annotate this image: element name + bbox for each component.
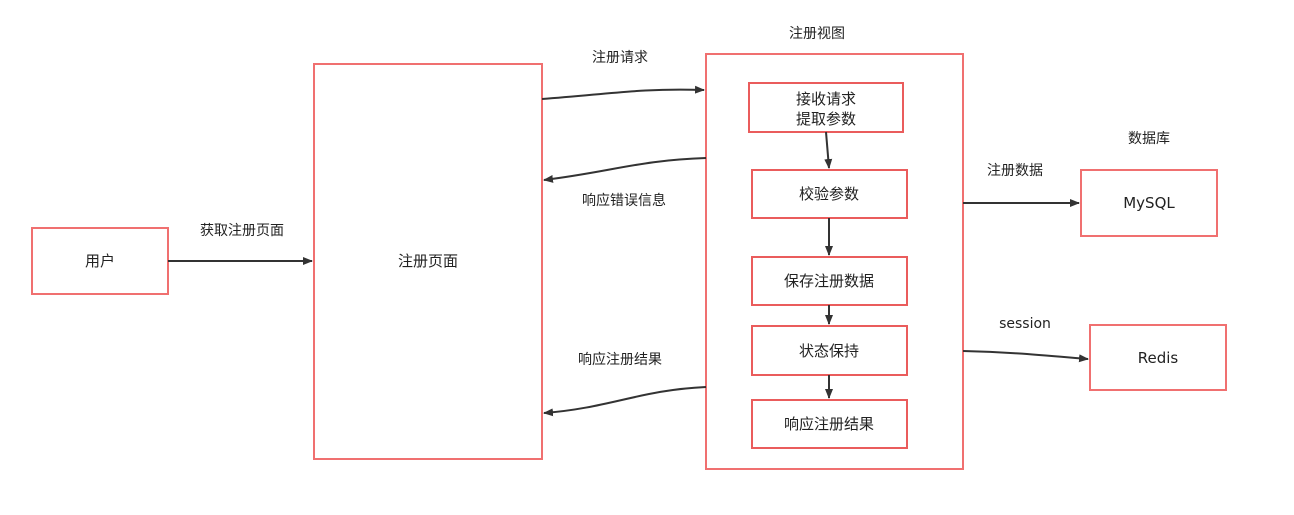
get-register-page-label: 获取注册页面 [200,223,284,239]
save-data-node[interactable]: 保存注册数据 [751,256,908,306]
session-label: session [999,316,1051,332]
redis-node[interactable]: Redis [1089,324,1227,391]
register-page-label: 注册页面 [398,252,458,270]
edge-session-to-redis [962,350,1089,363]
register-view-title: 注册视图 [789,26,845,42]
save-data-label: 保存注册数据 [784,272,874,290]
user-node[interactable]: 用户 [31,227,169,295]
register-page-node[interactable]: 注册页面 [313,63,543,460]
keep-state-label: 状态保持 [799,342,859,360]
mysql-node[interactable]: MySQL [1080,169,1218,237]
respond-register-result-label: 响应注册结果 [578,351,662,368]
register-request-label: 注册请求 [592,50,648,66]
edge-respond-register-result [543,386,707,417]
register-data-label: 注册数据 [987,163,1043,179]
receive-request-node[interactable]: 接收请求 提取参数 [748,82,904,133]
receive-request-label-line1: 接收请求 [796,90,856,108]
respond-result-node[interactable]: 响应注册结果 [751,399,908,449]
user-label: 用户 [85,252,115,270]
receive-request-label-line2: 提取参数 [796,110,856,128]
respond-error-label: 响应错误信息 [582,192,666,209]
database-title: 数据库 [1128,131,1170,147]
edge-register-request [541,85,705,100]
keep-state-node[interactable]: 状态保持 [751,325,908,376]
edge-receive-to-validate [824,131,833,169]
mysql-label: MySQL [1123,194,1175,212]
validate-params-label: 校验参数 [799,185,859,203]
redis-label: Redis [1138,349,1179,367]
validate-params-node[interactable]: 校验参数 [751,169,908,219]
respond-result-label: 响应注册结果 [784,415,874,433]
edge-respond-error [543,157,707,183]
